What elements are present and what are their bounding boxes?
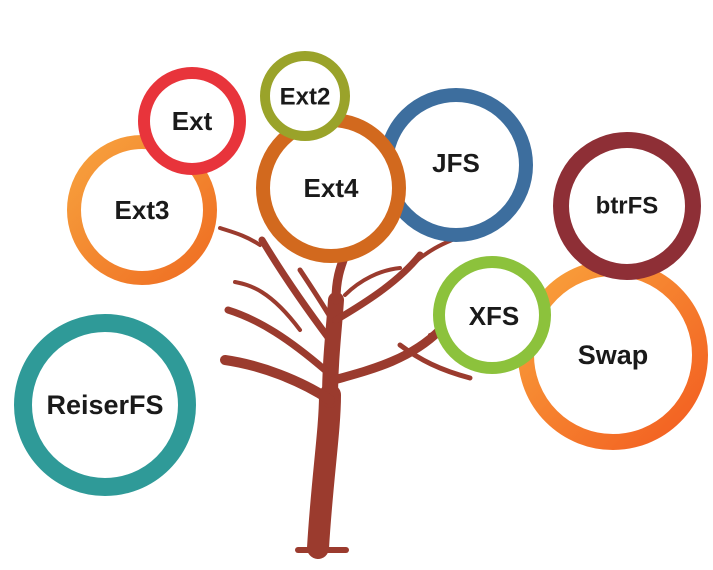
node-swap: Swap	[518, 260, 708, 450]
node-xfs: XFS	[433, 256, 551, 374]
ext2-ring	[260, 51, 350, 141]
xfs-label: XFS	[469, 301, 520, 331]
node-ext2: Ext2	[260, 51, 350, 141]
node-jfs: JFS	[379, 88, 533, 242]
ext2-label: Ext2	[280, 84, 331, 111]
reiserfs-ring	[14, 314, 196, 496]
node-reiserfs: ReiserFS	[14, 314, 196, 496]
ext3-ring	[67, 135, 217, 285]
ext3-label: Ext3	[115, 195, 170, 225]
ext4-label: Ext4	[304, 173, 359, 203]
ext-label: Ext	[172, 106, 213, 136]
xfs-ring	[433, 256, 551, 374]
btrfs-label: btrFS	[596, 193, 659, 220]
btrfs-ring	[553, 132, 701, 280]
tree-trunk-and-branches	[218, 226, 502, 559]
node-ext3: Ext3	[67, 135, 217, 285]
swap-label: Swap	[578, 340, 649, 370]
node-ext: Ext	[138, 67, 246, 175]
ext-ring	[138, 67, 246, 175]
node-ext4: Ext4	[256, 113, 406, 263]
node-btrfs: btrFS	[553, 132, 701, 280]
jfs-label: JFS	[432, 148, 480, 178]
reiserfs-label: ReiserFS	[46, 390, 163, 420]
